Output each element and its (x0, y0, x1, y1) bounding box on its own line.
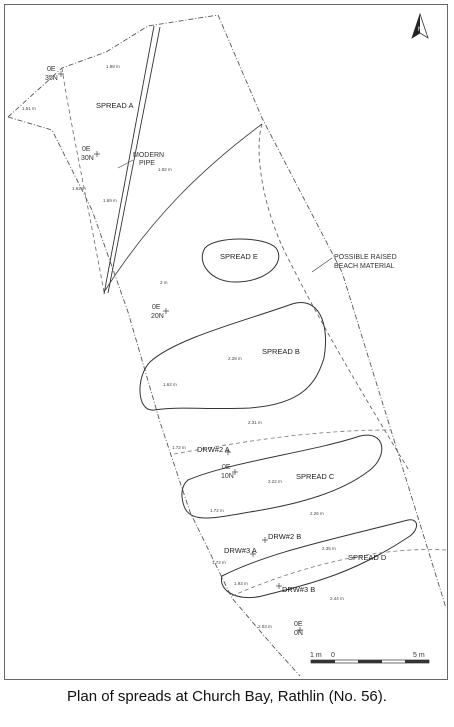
spot-height: 2.31 m (248, 420, 262, 425)
pipe-label-1: MODERN (133, 152, 164, 159)
spread-a-edge (103, 123, 263, 293)
grid-label-30n-b: 30N (81, 155, 94, 162)
spot-height: 1.69 m (103, 198, 117, 203)
spot-height: 2.35 m (322, 546, 336, 551)
plan-frame (4, 4, 448, 680)
beach-label-2: BEACH MATERIAL (334, 263, 395, 270)
pipe-leader (117, 159, 134, 169)
grid-crosses (58, 71, 303, 633)
spread-d-label: SPREAD D (348, 553, 387, 562)
spot-height: 2.44 m (330, 596, 344, 601)
spot-height: 1.82 m (158, 167, 172, 172)
spot-height: 1.98 m (106, 64, 120, 69)
grid-label-35n-a: 0E (47, 66, 56, 73)
spot-height: 1.72 m (212, 560, 226, 565)
spot-height: 1.93 m (234, 581, 248, 586)
datum-drw2a: DRW#2 A (197, 445, 230, 454)
spot-height: 1.51 m (22, 106, 36, 111)
spot-height: 1.72 m (210, 508, 224, 513)
grid-label-30n-a: 0E (82, 146, 91, 153)
spread-c-label: SPREAD C (296, 472, 335, 481)
spread-e-label: SPREAD E (220, 252, 258, 261)
datum-drw3b: DRW#3 B (282, 585, 315, 594)
grid-label-10n-a: 0E (222, 464, 231, 471)
scale-label-5m: 5 m (413, 652, 425, 659)
grid-label-0n-a: 0E (294, 621, 303, 628)
grid-label-20n-b: 20N (151, 313, 164, 320)
spot-height: 2.03 m (258, 624, 272, 629)
beach-label-1: POSSIBLE RAISED (334, 254, 397, 261)
scale-bar (310, 659, 430, 664)
north-arrow (411, 12, 429, 39)
spot-height: 2.22 m (268, 479, 282, 484)
spread-e-outline (201, 238, 280, 283)
spot-height: 1.72 m (172, 445, 186, 450)
spread-b-label: SPREAD B (262, 347, 300, 356)
pipe-label-2: PIPE (139, 160, 155, 167)
spot-height: 2 m (160, 280, 168, 285)
modern-pipe (103, 25, 161, 295)
north-label: N (418, 27, 422, 33)
spread-b-outline (139, 302, 326, 411)
beach-boundary (258, 123, 411, 473)
dashed-line-d (231, 549, 447, 597)
spot-height: 2.26 m (310, 511, 324, 516)
site-boundary (7, 14, 447, 677)
spot-height: 1.62 m (163, 382, 177, 387)
scale-label-0: 0 (331, 652, 335, 659)
spread-a-dashed-edge (61, 67, 105, 293)
datum-drw3a: DRW#3 A (224, 546, 257, 555)
grid-label-35n-b: 35N (45, 75, 58, 82)
spot-height: 1.62 m (72, 186, 86, 191)
grid-label-20n-a: 0E (152, 304, 161, 311)
spread-a-label: SPREAD A (96, 101, 134, 110)
spread-d-outline (221, 519, 417, 598)
grid-label-10n-b: 10N (221, 473, 234, 480)
datum-drw2b: DRW#2 B (268, 532, 301, 541)
spot-height: 2.28 m (228, 356, 242, 361)
dashed-line-b (173, 429, 391, 455)
beach-leader (311, 257, 333, 273)
figure-caption: Plan of spreads at Church Bay, Rathlin (… (67, 688, 387, 705)
grid-label-0n-b: 0N (294, 630, 303, 637)
scale-label-1m: 1 m (310, 652, 322, 659)
spread-c-outline (181, 434, 383, 519)
